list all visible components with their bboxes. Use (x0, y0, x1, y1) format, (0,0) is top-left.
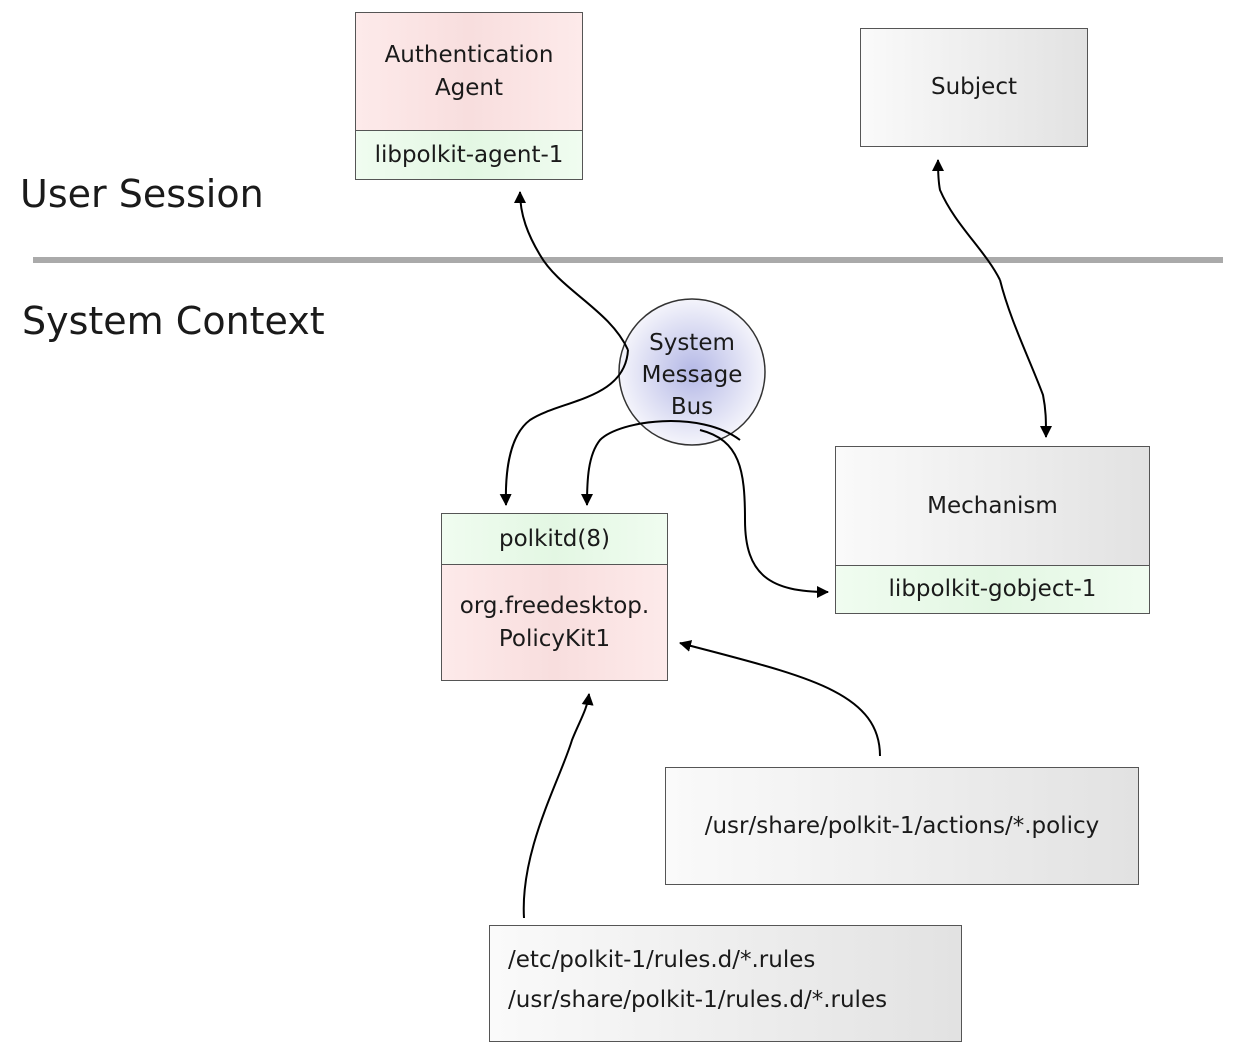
polkitd-service-cell: org.freedesktop. PolicyKit1 (442, 564, 667, 680)
user-session-label: User Session (20, 172, 264, 216)
actions-policy-file-box: /usr/share/polkit-1/actions/*.policy (665, 767, 1139, 885)
system-message-bus-label: System Message Bus (632, 327, 752, 423)
polkitd-header: polkitd(8) (499, 525, 610, 552)
polkitd-service-line2: PolicyKit1 (498, 626, 611, 652)
system-context-label: System Context (22, 299, 325, 343)
arrow-mechanism-to-subject (932, 159, 1001, 281)
bus-line1: System (649, 330, 735, 356)
mechanism-box: Mechanism libpolkit-gobject-1 (835, 446, 1150, 614)
rules-files-box: /etc/polkit-1/rules.d/*.rules /usr/share… (489, 925, 962, 1042)
bus-line3: Bus (670, 394, 714, 420)
subject-title-cell: Subject (861, 29, 1087, 146)
libpolkit-agent-cell: libpolkit-agent-1 (356, 130, 582, 179)
rules-path-etc: /etc/polkit-1/rules.d/*.rules (508, 947, 816, 973)
libpolkit-gobject-cell: libpolkit-gobject-1 (836, 565, 1149, 613)
arrow-bus-to-mechanism (699, 429, 829, 598)
libpolkit-gobject-label: libpolkit-gobject-1 (888, 576, 1097, 602)
system-message-bus-circle (618, 298, 766, 446)
libpolkit-agent-label: libpolkit-agent-1 (374, 141, 564, 168)
mechanism-title: Mechanism (927, 492, 1058, 519)
session-divider (33, 257, 1223, 263)
actions-policy-cell: /usr/share/polkit-1/actions/*.policy (666, 768, 1138, 884)
authentication-agent-box: Authentication Agent libpolkit-agent-1 (355, 12, 583, 180)
bus-line2: Message (641, 362, 743, 388)
authentication-agent-title-line2: Agent (434, 74, 504, 101)
polkitd-header-cell: polkitd(8) (442, 514, 667, 564)
subject-title: Subject (931, 74, 1017, 100)
arrow-actions-to-polkitd (679, 640, 881, 757)
polkitd-box: polkitd(8) org.freedesktop. PolicyKit1 (441, 513, 668, 681)
arrow-subject-to-mechanism (999, 279, 1052, 438)
authentication-agent-title-line1: Authentication (384, 41, 554, 68)
arrow-bus-to-polkitd-right (581, 420, 741, 506)
subject-box: Subject (860, 28, 1088, 147)
actions-policy-path: /usr/share/polkit-1/actions/*.policy (704, 812, 1100, 839)
authentication-agent-title: Authentication Agent (356, 13, 582, 130)
rules-path-usr: /usr/share/polkit-1/rules.d/*.rules (508, 987, 888, 1013)
mechanism-title-cell: Mechanism (836, 447, 1149, 565)
arrow-bus-to-auth-agent (514, 191, 629, 351)
arrow-rules-to-polkitd (522, 693, 594, 919)
polkitd-service-line1: org.freedesktop. (459, 593, 650, 619)
arrow-bus-to-polkitd-left (499, 349, 629, 506)
